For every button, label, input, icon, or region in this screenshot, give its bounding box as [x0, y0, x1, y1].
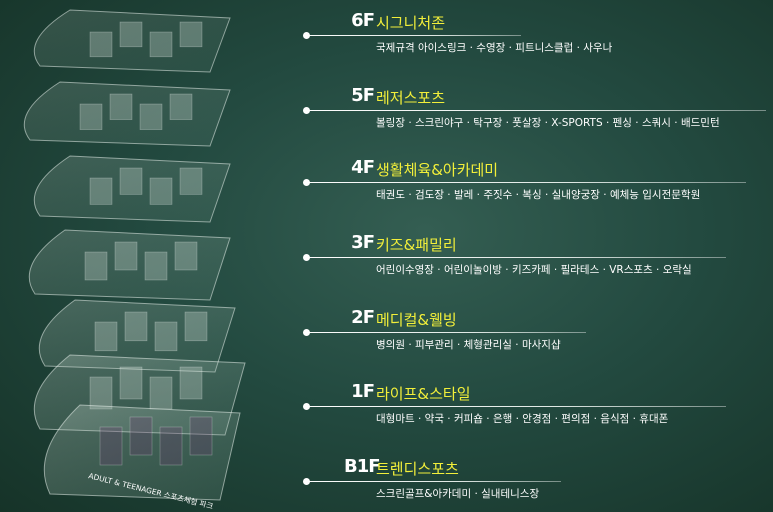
floor-level: 1F — [351, 381, 375, 402]
floor-room — [99, 426, 123, 466]
floor-row-6f: 6F 시그니처존 국제규격 아이스링크 · 수영장 · 피트니스클럽 · 사우나 — [303, 10, 773, 56]
floor-row-5f: 5F 레저스포츠 볼링장 · 스크린야구 · 탁구장 · 풋살장 · X-SPO… — [303, 85, 773, 131]
floor-slab — [33, 9, 231, 73]
floor-level: 4F — [351, 157, 375, 178]
floor-divider-line — [306, 182, 746, 183]
floor-facilities: 대형마트 · 약국 · 커피숍 · 은행 · 안경점 · 편의점 · 음식점 ·… — [376, 413, 669, 425]
floor-room — [89, 376, 113, 410]
floor-slab — [23, 81, 231, 147]
floor-divider-line — [306, 35, 521, 36]
floor-room — [124, 311, 148, 342]
floor-room — [139, 103, 163, 130]
floor-row-2f: 2F 메디컬&웰빙 병의원 · 피부관리 · 체형관리실 · 마사지샵 — [303, 307, 773, 353]
floor-row-3f: 3F 키즈&패밀리 어린이수영장 · 어린이놀이방 · 키즈카페 · 필라테스 … — [303, 232, 773, 278]
floor-room — [184, 311, 208, 342]
floor-room — [89, 177, 113, 205]
floor-title: 시그니처존 — [376, 14, 446, 32]
floor-divider-line — [306, 406, 726, 407]
floor-facilities: 국제규격 아이스링크 · 수영장 · 피트니스클럽 · 사우나 — [376, 42, 613, 54]
floor-room — [154, 321, 178, 352]
floor-divider-line — [306, 257, 726, 258]
floor-title: 라이프&스타일 — [376, 385, 471, 403]
floor-row-1f: 1F 라이프&스타일 대형마트 · 약국 · 커피숍 · 은행 · 안경점 · … — [303, 381, 773, 427]
floor-room — [79, 103, 103, 130]
floor-row-b1f: B1F 트렌디스포츠 스크린골프&아카데미 · 실내테니스장 — [303, 456, 773, 502]
floor-room — [149, 31, 173, 58]
floor-room — [114, 241, 138, 271]
floor-facilities: 어린이수영장 · 어린이놀이방 · 키즈카페 · 필라테스 · VR스포츠 · … — [376, 264, 692, 276]
floor-room — [179, 366, 203, 400]
floor-slab — [33, 155, 231, 223]
floor-room — [119, 167, 143, 195]
floor-slab — [28, 229, 231, 301]
floor-title: 메디컬&웰빙 — [376, 311, 457, 329]
floor-room — [189, 416, 213, 456]
floor-room — [159, 426, 183, 466]
floor-divider-line — [306, 481, 561, 482]
floor-level: 3F — [351, 232, 375, 253]
floor-title: 트렌디스포츠 — [376, 460, 459, 478]
floor-room — [179, 21, 203, 48]
floor-row-4f: 4F 생활체육&아카데미 태권도 · 검도장 · 발레 · 주짓수 · 복싱 ·… — [303, 157, 773, 203]
floor-divider-line — [306, 332, 586, 333]
floor-facilities: 볼링장 · 스크린야구 · 탁구장 · 풋살장 · X-SPORTS · 펜싱 … — [376, 117, 720, 129]
floor-room — [129, 416, 153, 456]
floor-room — [149, 177, 173, 205]
floor-title: 키즈&패밀리 — [376, 236, 457, 254]
floor-room — [94, 321, 118, 352]
floor-room — [169, 93, 193, 120]
floor-facilities: 병의원 · 피부관리 · 체형관리실 · 마사지샵 — [376, 339, 561, 351]
floor-level: 6F — [351, 10, 375, 31]
floor-room — [89, 31, 113, 58]
floor-level: B1F — [344, 456, 381, 477]
floor-level: 2F — [351, 307, 375, 328]
floor-room — [84, 251, 108, 281]
floor-room — [174, 241, 198, 271]
floor-facilities: 스크린골프&아카데미 · 실내테니스장 — [376, 488, 540, 500]
floor-title: 레저스포츠 — [376, 89, 446, 107]
floor-room — [119, 366, 143, 400]
floor-room — [119, 21, 143, 48]
floor-room — [179, 167, 203, 195]
floor-slab — [43, 404, 241, 501]
floor-facilities: 태권도 · 검도장 · 발레 · 주짓수 · 복싱 · 실내양궁장 · 예체능 … — [376, 189, 701, 201]
floor-room — [144, 251, 168, 281]
floor-title: 생활체육&아카데미 — [376, 161, 499, 179]
floor-level: 5F — [351, 85, 375, 106]
floor-room — [109, 93, 133, 120]
floor-divider-line — [306, 110, 766, 111]
floor-room — [149, 376, 173, 410]
